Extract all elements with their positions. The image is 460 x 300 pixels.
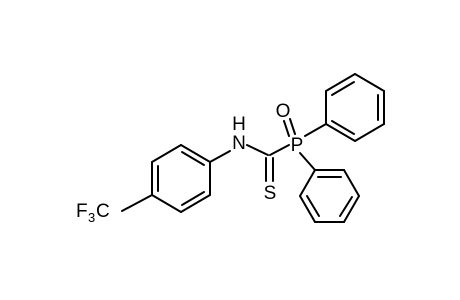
ring-bond <box>299 169 316 197</box>
ring-double-bond <box>331 120 355 135</box>
ring-n-bond <box>209 150 231 163</box>
hydrogen-atom-label: H <box>232 114 246 135</box>
ring-bond <box>151 194 182 213</box>
ring-double-bond <box>331 81 355 96</box>
nitrogen-atom-label: N <box>232 133 246 154</box>
p-phenyl-bond <box>299 152 316 171</box>
upper-phenyl-ring <box>325 73 385 142</box>
trifluoromethyl-label: F 3 C <box>76 201 110 225</box>
phosphorus-atom-label: P <box>291 135 304 156</box>
cf3-bond <box>121 194 153 212</box>
ring-double-bond <box>181 151 205 166</box>
trifluoromethylphenyl-ring <box>151 144 211 213</box>
ring-double-bond <box>306 195 320 217</box>
ring-bond <box>354 73 385 92</box>
ring-bond <box>343 169 360 197</box>
subscript-count-label: 3 <box>88 210 95 225</box>
p-o-double-bond <box>289 118 296 135</box>
lower-phenyl-ring <box>299 169 360 223</box>
oxygen-atom-label: O <box>276 101 291 122</box>
carbon-atom-label: C <box>96 201 110 222</box>
sulfur-atom-label: S <box>264 183 277 204</box>
ring-bond <box>180 194 211 213</box>
ring-bond <box>325 73 356 92</box>
p-phenyl-bond <box>304 123 327 137</box>
n-c-bond <box>246 144 269 156</box>
ring-bond <box>299 195 316 223</box>
ring-double-bond <box>339 196 353 217</box>
ring-bond <box>343 195 360 223</box>
ring-bond <box>180 144 211 163</box>
c-p-bond <box>269 144 290 156</box>
fluorine-atom-label: F <box>76 201 88 222</box>
p-o-double-bond <box>283 120 290 137</box>
ring-bond <box>354 123 385 142</box>
ring-double-bond <box>181 191 205 206</box>
ring-bond <box>151 144 182 163</box>
ring-bond <box>325 123 356 142</box>
